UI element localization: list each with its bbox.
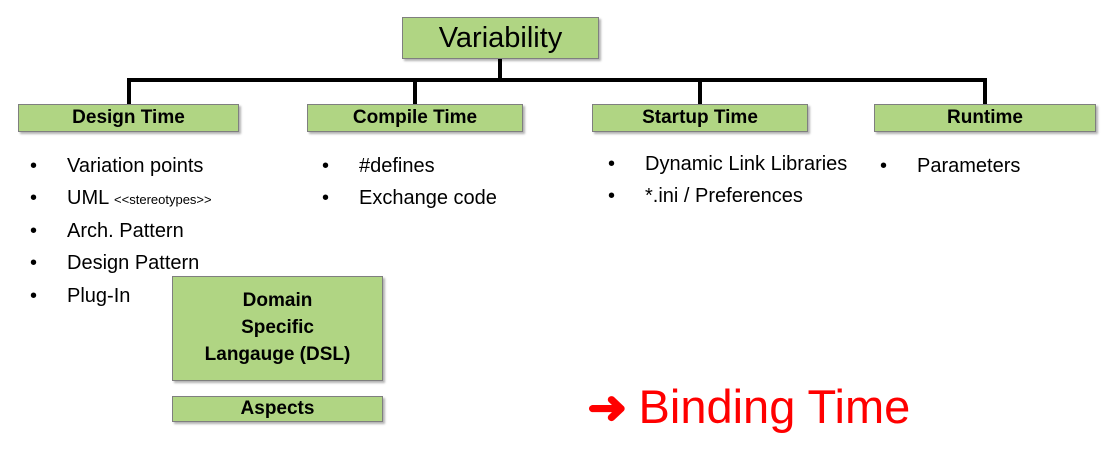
node-runtime: Runtime [874,104,1096,132]
node-aspects: Aspects [172,396,383,422]
connector-drop-compile-time [413,78,417,106]
list-item-label: Parameters [917,155,1021,177]
list-item: • Plug-In [30,282,310,310]
list-item-label: Design Pattern [67,252,200,275]
binding-time-callout: ➜ Binding Time [587,380,911,433]
bullet-list-runtime: • Parameters [880,152,1095,184]
connector-horizontal-bus [128,78,987,82]
bullet-icon: • [30,155,38,177]
bullet-icon: • [30,187,38,210]
bullet-icon: • [608,185,616,208]
bullet-list-startup-time: • Dynamic Link Libraries • *.ini / Prefe… [608,150,873,215]
list-item-label: Dynamic Link Libraries [645,153,848,175]
bullet-icon: • [30,284,38,307]
node-variability: Variability [402,17,599,59]
list-item-note: <<stereotypes>> [114,192,212,208]
list-item-label: UML <<stereotypes>> [67,184,310,212]
dsl-line-2: Specific [241,317,314,339]
bullet-icon: • [30,252,38,275]
list-item-label: *.ini / Preferences [645,185,803,208]
list-item: • *.ini / Preferences [608,182,873,210]
list-item: • Variation points [30,152,310,180]
list-item: • Arch. Pattern [30,217,310,245]
node-domain-specific-language: Domain Specific Langauge (DSL) [172,276,383,381]
list-item-label: Variation points [67,155,204,177]
bullet-list-compile-time: • #defines • Exchange code [322,152,552,217]
connector-root-stem [498,59,502,81]
list-item: • Dynamic Link Libraries [608,150,873,178]
node-startup-time: Startup Time [592,104,808,132]
dsl-line-3: Langauge (DSL) [204,343,351,365]
bullet-list-design-time: • Variation points • UML <<stereotypes>>… [30,152,310,314]
connector-drop-runtime [983,78,987,106]
connector-drop-startup-time [698,78,702,106]
node-compile-time: Compile Time [307,104,523,132]
list-item: • #defines [322,152,552,180]
dsl-line-1: Domain [242,290,313,312]
list-item-label: Arch. Pattern [67,219,184,242]
binding-time-label: Binding Time [638,380,911,433]
bullet-icon: • [322,155,330,177]
bullet-icon: • [880,155,888,177]
bullet-icon: • [322,187,330,210]
list-item: • UML <<stereotypes>> [30,184,310,212]
list-item: • Exchange code [322,184,552,212]
list-item: • Design Pattern [30,249,310,277]
right-arrow-icon: ➜ [587,380,628,433]
list-item: • Parameters [880,152,1095,180]
list-item-label: Exchange code [359,187,497,210]
bullet-icon: • [608,153,616,175]
bullet-icon: • [30,219,38,242]
list-item-label: Plug-In [67,284,131,307]
list-item-label: #defines [359,155,435,177]
node-design-time: Design Time [18,104,239,132]
list-item-text: UML [67,187,109,210]
connector-drop-design-time [127,78,131,106]
